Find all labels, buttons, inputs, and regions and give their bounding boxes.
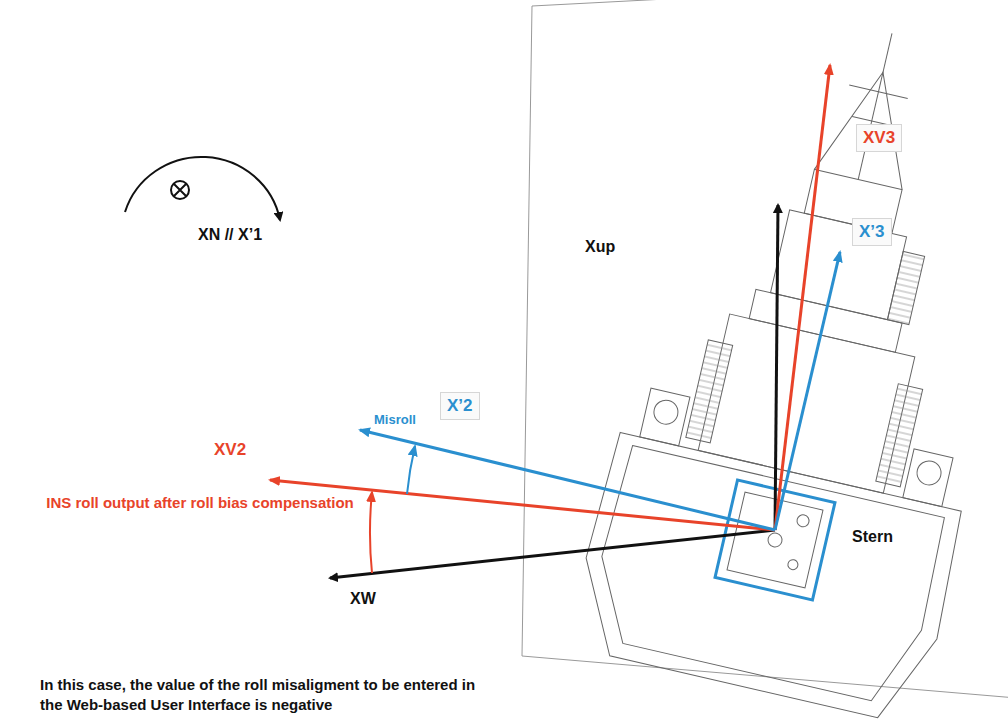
part-label-holder: Stern <box>850 528 895 546</box>
axis-name: X’2 <box>447 396 473 415</box>
axis-label-holder: XN // X’1 <box>198 226 262 244</box>
angle-label: Misroll <box>372 412 418 427</box>
caption: In this case, the value of the roll misa… <box>40 676 475 713</box>
axis-label: Xup <box>585 238 615 255</box>
axis-label: XW <box>350 590 376 607</box>
angle-label-holder: INS roll output after roll bias compensa… <box>40 494 360 513</box>
axis-label-box: X’2 <box>440 392 480 420</box>
caption-holder: In this case, the value of the roll misa… <box>40 675 500 714</box>
axis-label: XN // X’1 <box>198 226 262 243</box>
axis-name: XV3 <box>863 128 895 147</box>
axis-label-holder: XV2 <box>214 440 246 460</box>
axis-label-holder: XW <box>350 590 376 608</box>
axis-label: XV2 <box>214 440 246 459</box>
angle-label: INS roll output after roll bias compensa… <box>46 494 354 511</box>
axis-label-holder: Xup <box>585 238 615 256</box>
axis-label-box: XV3 <box>856 124 902 152</box>
part-label: Stern <box>850 528 895 545</box>
angle-label-holder: Misroll <box>372 412 418 427</box>
axis-name: X’3 <box>859 222 885 241</box>
axis-label-box: X’3 <box>852 218 892 246</box>
